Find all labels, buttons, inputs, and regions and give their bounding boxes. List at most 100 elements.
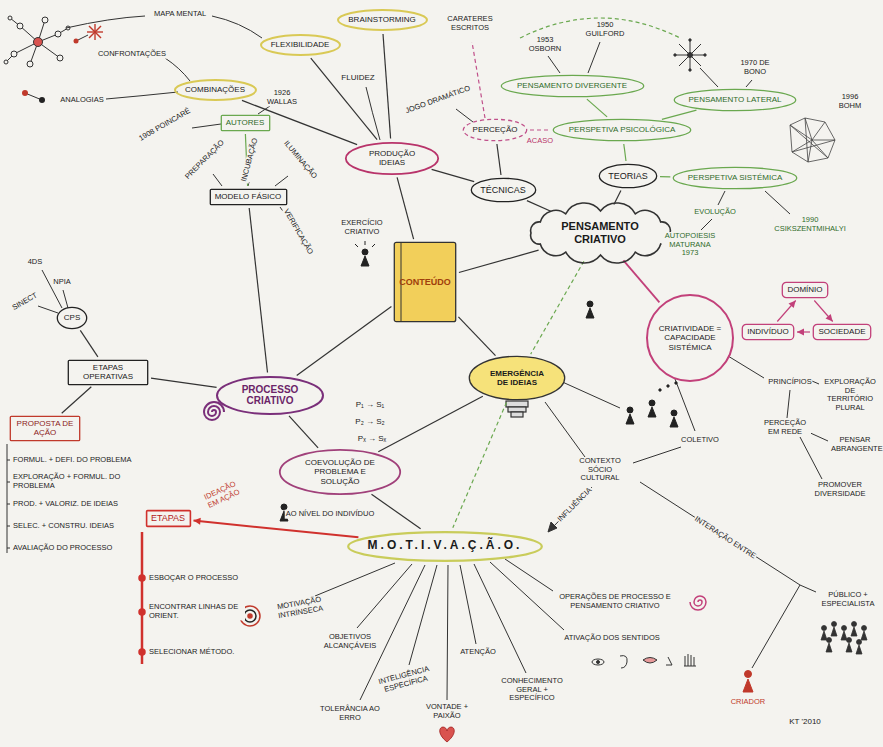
ellipse-outline [346, 142, 438, 173]
node-label: CONTEÚDO [399, 277, 451, 287]
senses-icons [592, 654, 696, 668]
annotation: P₂ → S₂ [354, 417, 385, 426]
annotation: CONTEXTO SÓCIO CULTURAL [569, 457, 631, 483]
annotation: COLETIVO [680, 436, 720, 445]
node-label: DOMÍNIO [787, 285, 822, 294]
connector [527, 201, 551, 212]
connector [777, 301, 795, 322]
connector [311, 58, 377, 140]
annotation: SELECIONAR MÉTODO. [148, 648, 235, 657]
ellipse-outline [348, 532, 542, 561]
annotation: CONFRONTAÇÕES [97, 50, 167, 59]
ellipse-outline [674, 89, 795, 110]
annotation: FLUIDEZ [340, 73, 375, 82]
box-outline [813, 324, 870, 339]
star-arrows-icon [674, 39, 706, 71]
connector [814, 301, 832, 322]
connector [383, 34, 391, 139]
node-label: BRAINSTORMING [348, 15, 415, 24]
arrow-head [826, 314, 833, 322]
ellipse-outline [463, 119, 526, 140]
idea-bulb: EMERGÊNCIA DE IDEIAS [468, 355, 566, 401]
annotation: ILUMINAÇÃO [281, 139, 319, 182]
connector-line [432, 169, 475, 181]
connector [249, 208, 267, 373]
ellipse-outline [501, 75, 643, 96]
node-label: AUTORES [226, 118, 265, 127]
connector-line [249, 208, 267, 373]
connector [297, 307, 392, 376]
connector [797, 329, 810, 336]
connector [530, 130, 550, 131]
annotation: PÚBLICO + ESPECIALISTA [821, 591, 876, 608]
concept-node: AUTORES [220, 114, 271, 132]
connector-line [383, 34, 391, 139]
connector-line [151, 378, 217, 387]
annotation: EXPLORAÇÃO + FORMUL. DO PROBLEMA [12, 473, 139, 490]
crowd-figures [821, 622, 867, 655]
edge-label: ACASO [526, 137, 554, 146]
connector [662, 110, 697, 119]
heart-icon [440, 727, 455, 742]
bulb-glass [469, 356, 564, 399]
connector [459, 250, 539, 272]
connector-line [530, 129, 550, 130]
connector-line [80, 330, 98, 356]
concept-node: PROPOSTA DE AÇÃO [9, 415, 81, 442]
annotation: PREPARAÇÃO [183, 138, 227, 182]
node-label: EMERGÊNCIA DE IDEIAS [487, 369, 547, 387]
annotation: PERCEÇÃO EM REDE [759, 419, 811, 436]
connector-line [397, 177, 414, 239]
node-label: PRODUÇÃO IDEIAS [362, 149, 422, 167]
annotation: KT '2010 [788, 717, 822, 726]
connector-line [814, 301, 832, 322]
box-outline [221, 115, 269, 130]
connector [497, 144, 501, 175]
annotation: PENSAR ABRANGENTE [830, 436, 880, 453]
box-outline [210, 189, 286, 204]
concept-node: PROCESSO CRIATIVO [215, 375, 325, 416]
connector [378, 396, 483, 452]
connector [80, 330, 98, 356]
annotation: NPIA [52, 278, 72, 287]
ellipse-outline [338, 10, 427, 30]
annotation: OBJETIVOS ALCANÇÁVEIS [319, 633, 381, 650]
annotation: EXERCÍCIO CRIATIVO [331, 219, 393, 236]
ellipse-outline [261, 35, 340, 55]
connector-line [311, 58, 377, 140]
connector [289, 416, 318, 448]
list-rules [7, 444, 10, 553]
connector [624, 144, 626, 161]
annotation: SINECT [10, 291, 40, 313]
ellipse-outline [673, 167, 796, 188]
creator-figure [743, 671, 753, 693]
annotation: CARATERES ESCRITOS [439, 15, 501, 32]
concept-node: CRIATIVIDADE = CAPACIDADE SISTÉMICA [645, 293, 735, 383]
connector-line [623, 260, 659, 302]
annotation: OPERAÇÕES DE PROCESSO E PENSAMENTO CRIAT… [544, 593, 686, 610]
connector [194, 518, 359, 537]
connector-line [587, 99, 607, 117]
connector-line [62, 387, 92, 413]
branch-lines [38, 16, 828, 668]
annotation: 4DS [27, 258, 44, 267]
annotation: INCUBAÇÃO [240, 136, 260, 183]
connector [660, 176, 670, 177]
connector-line [194, 521, 359, 538]
node-label: FLEXIBILIDADE [271, 40, 330, 49]
concept-node: ETAPAS [145, 509, 192, 528]
annotation: ATENÇÃO [459, 648, 497, 657]
ellipse-outline [471, 178, 535, 201]
mind-map-icon [4, 16, 70, 67]
annotation: MAPA MENTAL [153, 10, 207, 19]
annotation: AO NÍVEL DO INDIVÍDUO [285, 510, 376, 519]
arrow-head [797, 329, 804, 336]
concept-node: PERSPETIVA SISTÉMICA [672, 166, 798, 190]
concept-node: M.O.T.I.V.A.Ç.Ã.O. [346, 530, 544, 563]
node-label: ETAPAS [151, 513, 185, 523]
annotation: VERIFICAÇÃO [281, 207, 315, 257]
concept-node: COEVOLUÇÃO DE PROBLEMA E SOLUÇÃO [278, 448, 402, 496]
annotation: EXPLORAÇÃO DE TERRITÓRIO PLURAL [823, 378, 877, 413]
box-outline [68, 360, 147, 384]
connector-line [289, 416, 318, 448]
